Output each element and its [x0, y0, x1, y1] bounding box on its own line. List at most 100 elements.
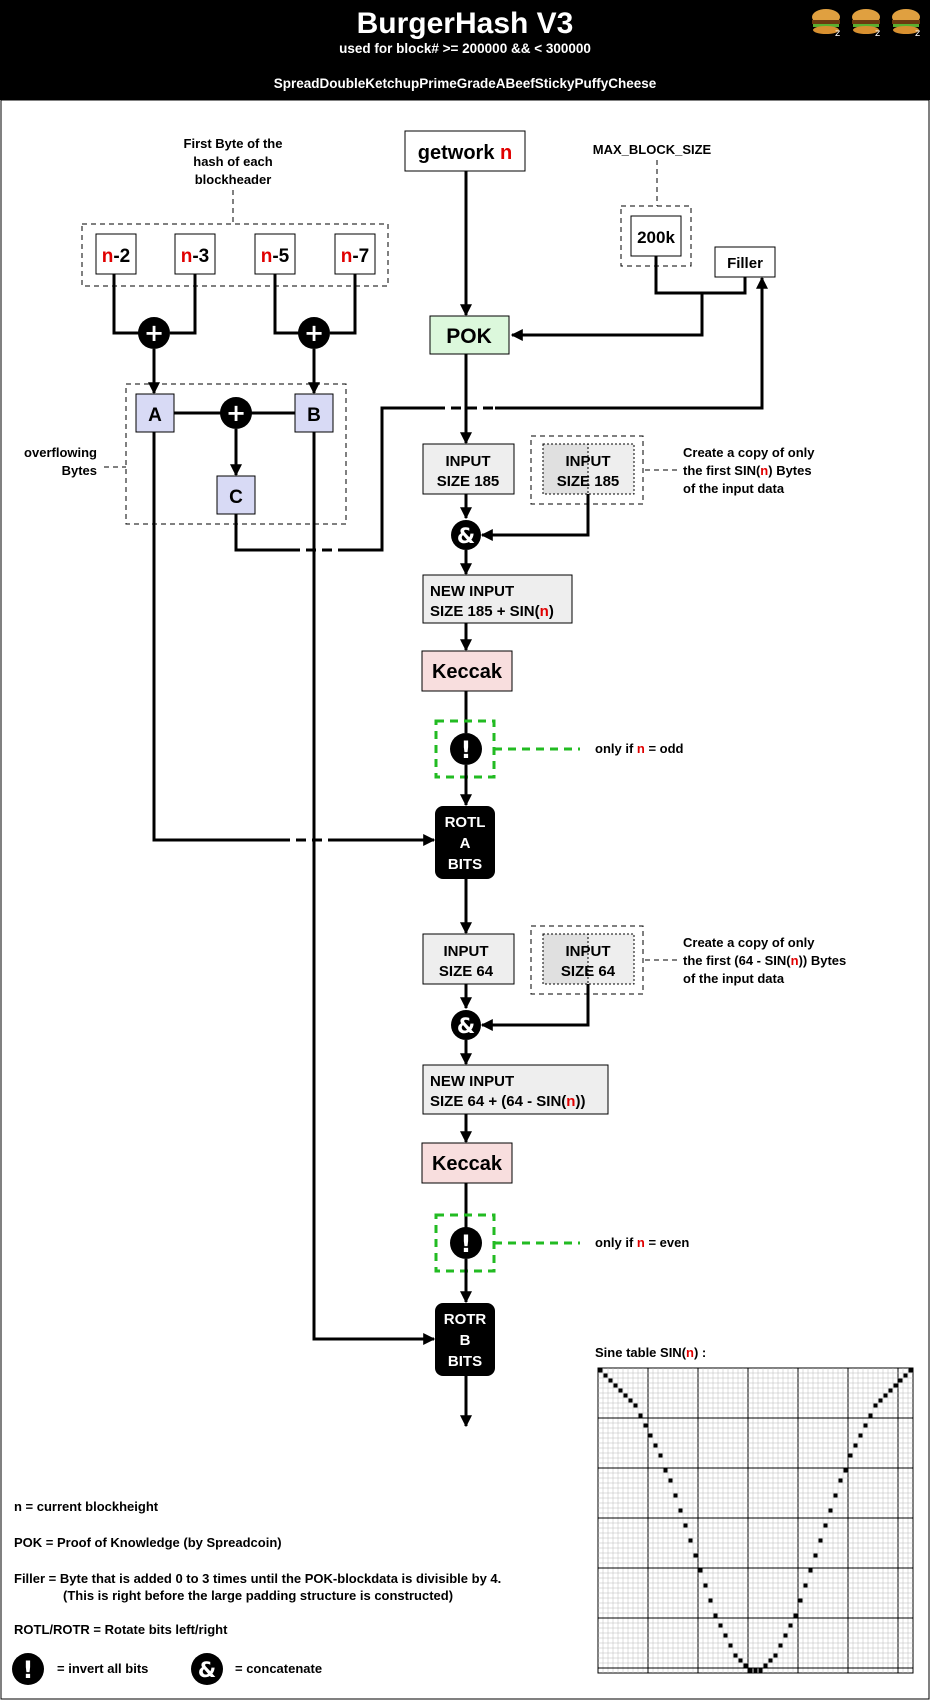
svg-text:Keccak: Keccak: [432, 1153, 503, 1175]
keccak-box-2: Keccak: [421, 1142, 513, 1184]
copy-64-note: Create a copy of only: [683, 935, 815, 950]
input-64-box: INPUT SIZE 64: [422, 933, 515, 985]
max-block-size-label: MAX_BLOCK_SIZE: [593, 142, 712, 157]
sine-point: [668, 1478, 673, 1483]
legend-rot: ROTL/ROTR = Rotate bits left/right: [14, 1622, 228, 1637]
sine-point: [868, 1413, 873, 1418]
even-note: only if n = even: [595, 1235, 689, 1250]
sine-point: [723, 1633, 728, 1638]
sine-point: [903, 1373, 908, 1378]
svg-text:INPUT: INPUT: [566, 943, 611, 960]
svg-text:ROTL: ROTL: [445, 814, 486, 831]
hash-bytes-group: [81, 223, 389, 287]
legend-invert-icon: !: [12, 1653, 44, 1685]
header-bar: [0, 0, 930, 100]
add-node: +: [298, 317, 330, 349]
legend-pok: POK = Proof of Knowledge (by Spreadcoin): [14, 1535, 282, 1550]
sine-point: [818, 1538, 823, 1543]
legend-concat: = concatenate: [235, 1661, 322, 1676]
new-input-185-box: NEW INPUT SIZE 185 + SIN(n): [422, 574, 573, 624]
sine-point: [618, 1388, 623, 1393]
svg-text:ROTR: ROTR: [444, 1311, 487, 1328]
copy-185-note: Create a copy of only: [683, 445, 815, 460]
svg-text:&: &: [457, 1014, 475, 1038]
svg-text:+: +: [144, 319, 164, 347]
sine-point: [753, 1668, 758, 1673]
sine-point: [828, 1508, 833, 1513]
sine-point: [803, 1583, 808, 1588]
svg-text:&: &: [457, 524, 475, 548]
filler-box: Filler: [714, 246, 776, 278]
sine-point: [813, 1553, 818, 1558]
sine-point: [748, 1668, 753, 1673]
svg-text:+: +: [304, 319, 324, 347]
sine-point: [708, 1598, 713, 1603]
svg-text:B: B: [307, 405, 321, 426]
sine-point: [793, 1613, 798, 1618]
sine-point: [683, 1523, 688, 1528]
svg-text:BITS: BITS: [448, 856, 482, 873]
sine-point: [768, 1658, 773, 1663]
sine-point: [888, 1388, 893, 1393]
sine-table-grid: [597, 1367, 914, 1674]
sine-point: [728, 1643, 733, 1648]
sine-point: [843, 1468, 848, 1473]
copy-64-note: of the input data: [683, 971, 785, 986]
svg-text:!: !: [461, 1230, 472, 1258]
sine-point: [638, 1413, 643, 1418]
page-subtitle: used for block# >= 200000 && < 300000: [339, 41, 591, 56]
add-node: +: [220, 397, 252, 429]
sine-point: [838, 1478, 843, 1483]
svg-text:SIZE 185: SIZE 185: [557, 473, 620, 490]
svg-text:Keccak: Keccak: [432, 661, 503, 683]
register-a: A: [135, 393, 175, 433]
sine-point: [648, 1433, 653, 1438]
svg-text:C: C: [229, 487, 243, 508]
sine-table-points: [598, 1368, 913, 1673]
input-64-copy-box: INPUT SIZE 64: [542, 933, 635, 985]
input-185-box: INPUT SIZE 185: [422, 443, 515, 495]
svg-text:!: !: [461, 736, 472, 764]
first-byte-note: hash of each: [193, 154, 273, 169]
svg-text:B: B: [460, 1332, 471, 1349]
sine-point: [848, 1453, 853, 1458]
first-byte-note: blockheader: [195, 172, 272, 187]
sine-point: [613, 1383, 618, 1388]
sine-grid-background: [597, 1367, 914, 1674]
sine-point: [893, 1383, 898, 1388]
rotr-box: ROTR B BITS: [435, 1303, 495, 1376]
svg-text:n-5: n-5: [261, 246, 290, 267]
svg-text:SIZE 185 + SIN(n): SIZE 185 + SIN(n): [430, 603, 554, 620]
sine-point: [743, 1663, 748, 1668]
svg-text:z: z: [835, 28, 840, 39]
sine-point: [643, 1423, 648, 1428]
copy-64-note: the first (64 - SIN(n)) Bytes: [683, 953, 846, 968]
sine-point: [608, 1378, 613, 1383]
svg-text:POK: POK: [446, 325, 492, 348]
sine-point: [883, 1393, 888, 1398]
svg-text:n-3: n-3: [181, 246, 210, 267]
svg-text:z: z: [875, 28, 880, 39]
concat-node: &: [451, 1010, 481, 1040]
svg-text:SIZE 64: SIZE 64: [439, 963, 494, 980]
first-byte-note: First Byte of the: [184, 136, 283, 151]
sine-point: [713, 1613, 718, 1618]
svg-text:NEW INPUT: NEW INPUT: [430, 1073, 514, 1090]
sine-point: [658, 1453, 663, 1458]
svg-text:BITS: BITS: [448, 1353, 482, 1370]
sine-table-title: Sine table SIN(n) :: [595, 1345, 706, 1360]
add-node: +: [138, 317, 170, 349]
svg-text:!: !: [23, 1656, 34, 1684]
svg-text:INPUT: INPUT: [566, 453, 611, 470]
burger-icon: z: [812, 9, 840, 39]
svg-text:SIZE 185: SIZE 185: [437, 473, 500, 490]
hash-ref-box: n-3: [174, 233, 216, 275]
sine-point: [678, 1508, 683, 1513]
svg-text:n-7: n-7: [341, 246, 370, 267]
svg-text:NEW INPUT: NEW INPUT: [430, 583, 514, 600]
sine-point: [673, 1493, 678, 1498]
hash-ref-box: n-2: [95, 233, 137, 275]
svg-text:200k: 200k: [637, 228, 675, 247]
sine-point: [633, 1403, 638, 1408]
